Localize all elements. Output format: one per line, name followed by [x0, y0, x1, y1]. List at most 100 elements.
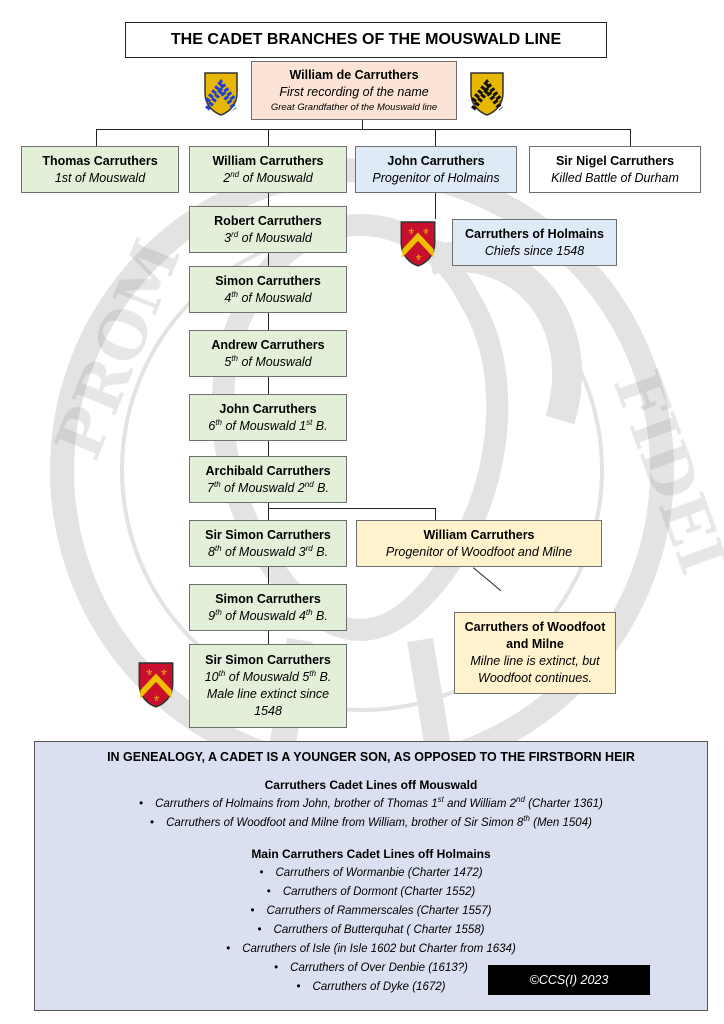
sir-simon-carruthers-8th-box: Sir Simon Carruthers 8th of Mouswald 3rd…	[189, 520, 347, 567]
sir-simon-carruthers-10th-box: Sir Simon Carruthers 10th of Mouswald 5t…	[189, 644, 347, 728]
item-text: Carruthers of Woodfoot and Milne from Wi…	[166, 817, 524, 829]
connector	[435, 129, 436, 146]
ordinal-rest: B.	[316, 670, 332, 684]
list-item: Carruthers of Isle (in Isle 1602 but Cha…	[35, 940, 707, 959]
root-name: William de Carruthers	[289, 68, 419, 82]
ordinal-rest: of Mouswald	[238, 230, 312, 245]
woodfoot-desc-line1: Milne line is extinct, but	[470, 654, 600, 668]
ordinal-suffix: th	[214, 543, 222, 553]
svg-text:⚜: ⚜	[408, 227, 415, 237]
root-line2: Great Grandfather of the Mouswald line	[270, 102, 438, 113]
ordinal-suffix: th	[305, 607, 313, 617]
chain-name: John Carruthers	[219, 401, 317, 416]
william-carruthers-woodfoot-progenitor-box: William Carruthers Progenitor of Woodfoo…	[356, 520, 602, 567]
list-item: Carruthers of Holmains from John, brothe…	[35, 795, 707, 814]
sir-nigel-carruthers-box: Sir Nigel Carruthers Killed Battle of Du…	[529, 146, 701, 193]
svg-text:⚜: ⚜	[146, 668, 153, 678]
ordinal: 9	[208, 608, 216, 623]
ordinal: 5	[224, 354, 232, 369]
connector	[96, 129, 97, 146]
item-text: and William 2	[443, 798, 516, 810]
chain-name: Simon Carruthers	[215, 591, 321, 606]
ordinal: 3	[224, 230, 232, 245]
thomas-name: Thomas Carruthers	[42, 153, 158, 168]
mouswald-cadet-heading: Carruthers Cadet Lines off Mouswald	[264, 778, 478, 792]
nigel-name: Sir Nigel Carruthers	[555, 153, 675, 168]
ordinal-suffix: th	[309, 668, 317, 678]
woodfoot-desc-line2: Woodfoot continues.	[478, 671, 592, 685]
holmains-desc: Chiefs since 1548	[484, 243, 585, 258]
archibald-carruthers-7th-box: Archibald Carruthers 7th of Mouswald 2nd…	[189, 456, 347, 503]
list-item: Carruthers of Wormanbie (Charter 1472)	[35, 864, 707, 883]
woodfoot-name-line1: Carruthers of Woodfoot	[464, 620, 606, 634]
ordinal-rest: of Mouswald 4	[221, 608, 306, 623]
extinct-note: Male line extinct since	[206, 687, 330, 701]
chain-name: Sir Simon Carruthers	[205, 527, 331, 542]
ordinal-rest: of Mouswald 2	[220, 480, 305, 495]
simon-carruthers-9th-box: Simon Carruthers 9th of Mouswald 4th B.	[189, 584, 347, 631]
ordinal-rest: of Mouswald 5	[225, 670, 310, 684]
connector	[96, 129, 631, 130]
ordinal-rest: of Mouswald	[237, 354, 312, 369]
woodfoot-name-line2: and Milne	[506, 637, 564, 651]
ordinal: 8	[207, 544, 215, 559]
list-item: Carruthers of Rammerscales (Charter 1557…	[35, 902, 707, 921]
chain-name: Sir Simon Carruthers	[205, 653, 331, 667]
ordinal: 10	[204, 670, 219, 684]
chain-name: Archibald Carruthers	[205, 463, 331, 478]
robert-carruthers-3rd-box: Robert Carruthers 3rd of Mouswald	[189, 206, 347, 253]
connector	[630, 129, 631, 146]
holmains-cadet-heading: Main Carruthers Cadet Lines off Holmains	[251, 847, 491, 861]
progenitor-desc: Progenitor of Woodfoot and Milne	[385, 544, 573, 559]
ordinal-rest: of Mouswald	[239, 170, 313, 185]
root-line1: First recording of the name	[279, 85, 429, 99]
andrew-carruthers-5th-box: Andrew Carruthers 5th of Mouswald	[189, 330, 347, 377]
holmains-name: Carruthers of Holmains	[465, 226, 604, 241]
nigel-desc: Killed Battle of Durham	[551, 170, 679, 185]
ordinal-rest: B.	[313, 480, 329, 495]
ordinal-suffix: rd	[305, 543, 313, 553]
svg-text:⚜: ⚜	[160, 668, 167, 678]
page-title: THE CADET BRANCHES OF THE MOUSWALD LINE	[125, 22, 607, 58]
watermark-left-text: PROM	[41, 230, 196, 469]
connector	[268, 508, 435, 509]
root-william-de-carruthers: William de Carruthers First recording of…	[251, 61, 457, 120]
ordinal-suffix: th	[215, 607, 222, 617]
list-item: Carruthers of Butterquhat ( Charter 1558…	[35, 921, 707, 940]
ordinal-suffix: nd	[230, 169, 240, 179]
ordinal-suffix: th	[231, 353, 238, 363]
list-item: Carruthers of Dyke (1672)	[35, 978, 707, 997]
john-name: John Carruthers	[387, 153, 485, 168]
connector	[435, 193, 436, 219]
chain-name: Simon Carruthers	[215, 273, 321, 288]
chain-name: Robert Carruthers	[214, 213, 322, 228]
ordinal-suffix: th	[218, 668, 226, 678]
item-text: (Charter 1361)	[524, 798, 603, 810]
thomas-desc: 1st of Mouswald	[54, 170, 146, 185]
thomas-carruthers-box: Thomas Carruthers 1st of Mouswald	[21, 146, 179, 193]
chain-name: Andrew Carruthers	[211, 337, 325, 352]
copyright-badge: ©CCS(I) 2023	[488, 965, 650, 995]
connector	[268, 129, 269, 146]
watermark-right-text: FIDEI	[598, 361, 724, 584]
connector	[362, 120, 363, 130]
ordinal-rest: B.	[312, 418, 328, 433]
list-item: Carruthers of Dormont (Charter 1552)	[35, 883, 707, 902]
mouswald-cadet-list: Carruthers of Holmains from John, brothe…	[35, 795, 707, 833]
panel-heading: IN GENEALOGY, A CADET IS A YOUNGER SON, …	[107, 750, 635, 764]
item-text: (Men 1504)	[529, 817, 592, 829]
cadet-definition-panel: IN GENEALOGY, A CADET IS A YOUNGER SON, …	[34, 741, 708, 1011]
connector	[435, 508, 436, 520]
list-item: Carruthers of Woodfoot and Milne from Wi…	[35, 814, 707, 833]
carruthers-of-holmains-box: Carruthers of Holmains Chiefs since 1548	[452, 219, 617, 266]
holmains-shield-icon: ⚜ ⚜ ⚜	[400, 221, 436, 267]
ordinal-suffix: nd	[516, 795, 525, 805]
holmains-cadet-list: Carruthers of Wormanbie (Charter 1472) C…	[35, 864, 707, 997]
item-text: Carruthers of Holmains from John, brothe…	[155, 798, 438, 810]
black-chevron-shield-icon	[470, 72, 504, 116]
ordinal-suffix: th	[523, 814, 530, 824]
ordinal: 2	[223, 170, 231, 185]
mouswald-shield-icon: ⚜ ⚜ ⚜	[138, 662, 174, 708]
ordinal-suffix: th	[214, 479, 221, 489]
svg-text:⚜: ⚜	[415, 253, 422, 263]
